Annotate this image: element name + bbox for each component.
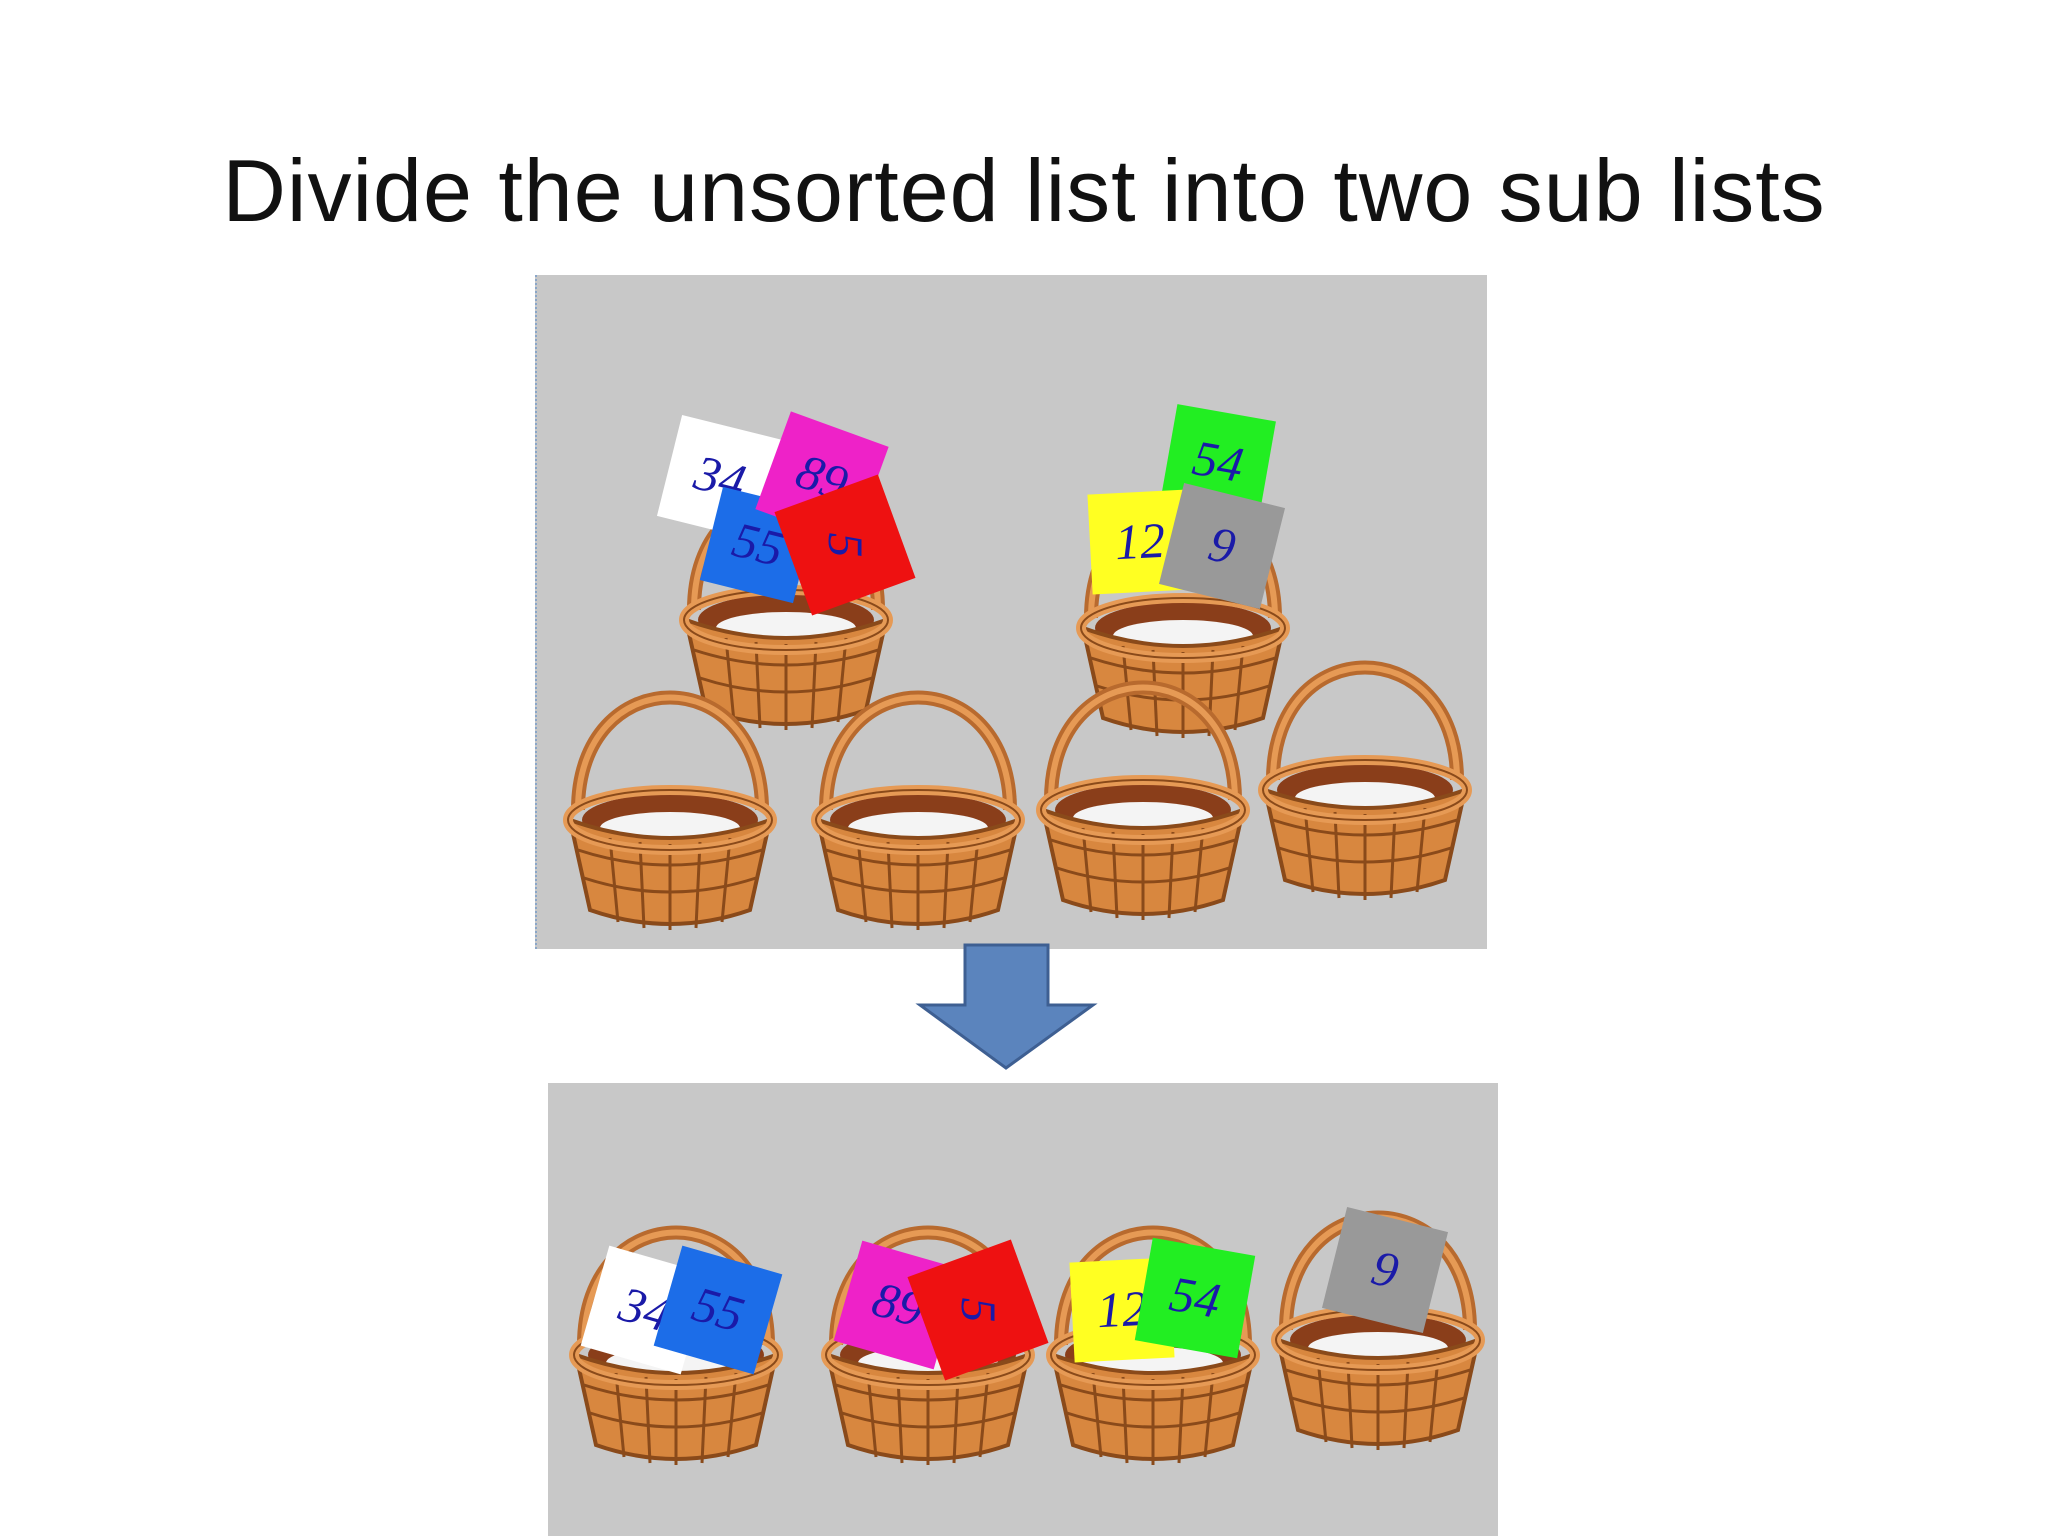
svg-text:5: 5 [951, 1298, 1007, 1323]
card-9: 9 [1158, 482, 1286, 610]
svg-text:54: 54 [1166, 1265, 1225, 1329]
basket-icon [816, 698, 1020, 931]
svg-text:12: 12 [1114, 512, 1167, 571]
card-54: 54 [1134, 1237, 1256, 1359]
card-5: 5 [907, 1239, 1049, 1381]
basket-icon [568, 698, 772, 931]
svg-text:54: 54 [1189, 429, 1248, 493]
card-9: 9 [1321, 1206, 1449, 1334]
card-55: 55 [653, 1245, 783, 1375]
svg-text:5: 5 [818, 533, 874, 558]
down-arrow-icon [915, 943, 1098, 1070]
page-title: Divide the unsorted list into two sub li… [222, 141, 1826, 240]
basket-icon [1263, 668, 1467, 901]
card-5: 5 [774, 474, 916, 616]
